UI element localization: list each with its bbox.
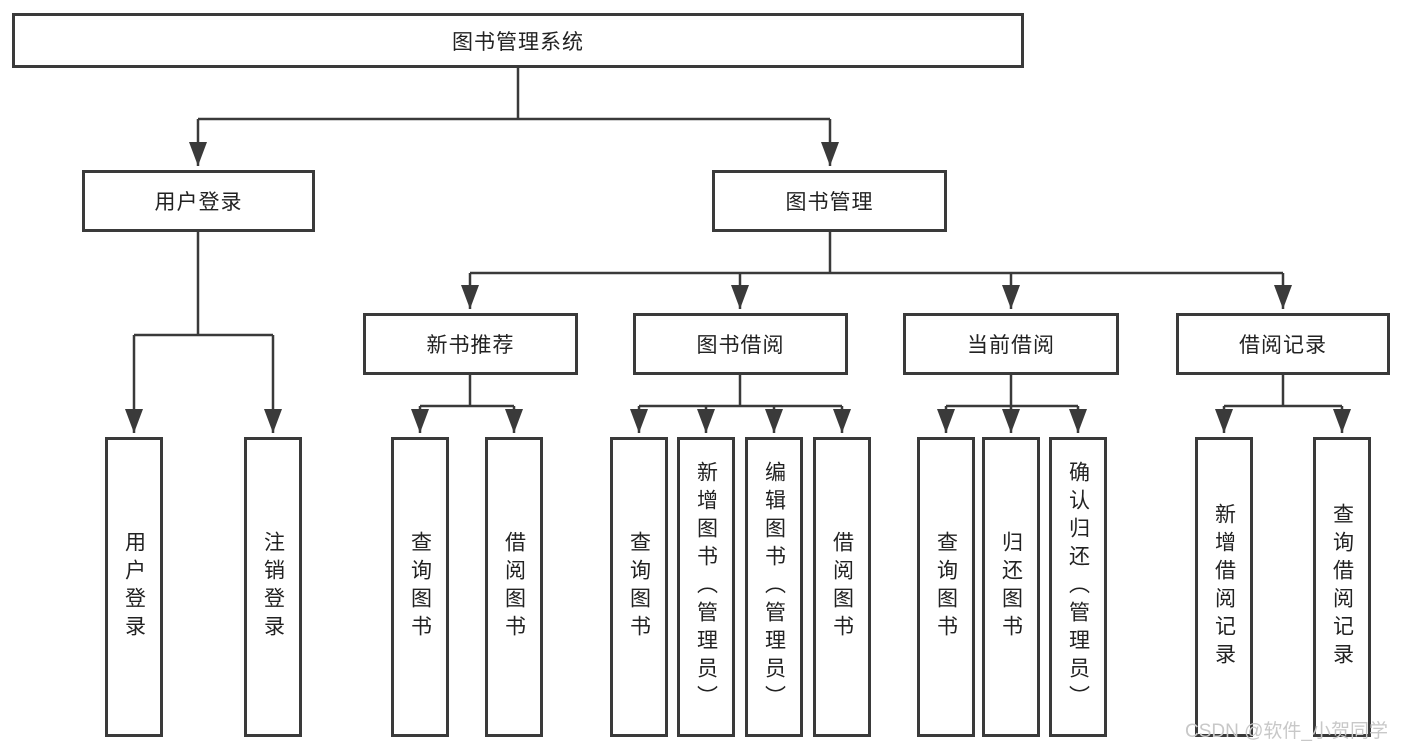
leaf-user-login: 用户登录: [105, 437, 163, 737]
leaf-label: 编辑图书（管理员）: [762, 461, 786, 713]
node-label: 图书管理系统: [452, 30, 584, 54]
leaf-label: 借阅图书: [502, 531, 526, 643]
leaf-label: 注销登录: [261, 531, 285, 643]
connector-root: [189, 68, 839, 166]
connector-user-login: [125, 232, 282, 433]
leaf-query-books-recommend: 查询图书: [391, 437, 449, 737]
connector-new-book-recommendation: [411, 375, 523, 433]
leaf-label: 用户登录: [122, 531, 146, 643]
leaf-query-borrow-record: 查询借阅记录: [1313, 437, 1371, 737]
leaf-edit-books-admin: 编辑图书（管理员）: [745, 437, 803, 737]
leaf-label: 查询借阅记录: [1330, 503, 1354, 671]
csdn-watermark: CSDN @软件_小贺同学: [1185, 721, 1388, 742]
node-user-login: 用户登录: [82, 170, 315, 232]
node-book-borrowing: 图书借阅: [633, 313, 848, 375]
node-library-management-system: 图书管理系统: [12, 13, 1024, 68]
leaf-query-books-current: 查询图书: [917, 437, 975, 737]
node-label: 图书借阅: [696, 334, 785, 357]
node-book-management: 图书管理: [712, 170, 947, 232]
node-label: 借阅记录: [1239, 334, 1327, 357]
leaf-label: 查询图书: [408, 531, 432, 643]
connector-current-borrowing: [937, 375, 1087, 433]
connector-book-borrowing: [630, 375, 851, 433]
connector-borrowing-records: [1215, 375, 1351, 433]
node-current-borrowing: 当前借阅: [903, 313, 1119, 375]
leaf-label: 确认归还（管理员）: [1066, 461, 1090, 713]
node-label: 新书推荐: [426, 334, 515, 357]
leaf-label: 查询图书: [934, 531, 958, 643]
leaf-label: 查询图书: [627, 531, 651, 643]
leaf-return-books: 归还图书: [982, 437, 1040, 737]
node-new-book-recommendation: 新书推荐: [363, 313, 578, 375]
leaf-confirm-return-admin: 确认归还（管理员）: [1049, 437, 1107, 737]
leaf-borrow-books-borrowing: 借阅图书: [813, 437, 871, 737]
node-label: 用户登录: [154, 191, 243, 214]
leaf-add-borrow-record: 新增借阅记录: [1195, 437, 1253, 737]
node-label: 图书管理: [785, 191, 874, 214]
node-label: 当前借阅: [967, 334, 1055, 357]
leaf-label: 归还图书: [999, 531, 1023, 643]
leaf-borrow-books-recommend: 借阅图书: [485, 437, 543, 737]
leaf-add-books-admin: 新增图书（管理员）: [677, 437, 735, 737]
leaf-label: 新增借阅记录: [1212, 503, 1236, 671]
leaf-label: 借阅图书: [830, 531, 854, 643]
leaf-logout: 注销登录: [244, 437, 302, 737]
connector-book-management: [461, 232, 1292, 309]
leaf-label: 新增图书（管理员）: [694, 461, 718, 713]
leaf-query-books-borrowing: 查询图书: [610, 437, 668, 737]
node-borrowing-records: 借阅记录: [1176, 313, 1390, 375]
